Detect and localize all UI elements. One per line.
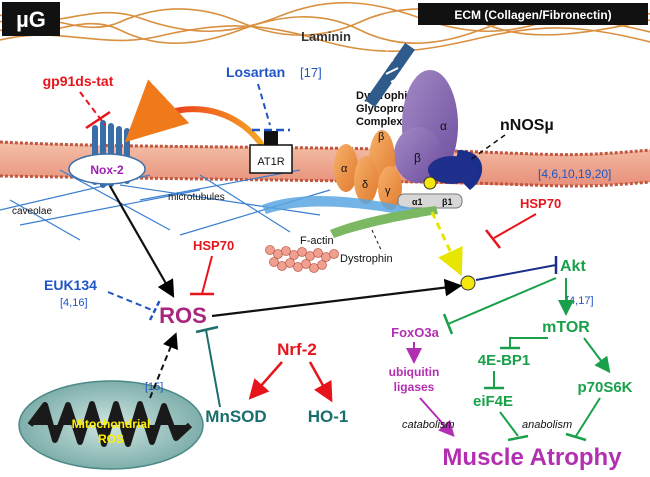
ubiq-label-2: ligases — [394, 380, 435, 394]
mito-label-2: ROS — [98, 432, 124, 446]
muscle-atrophy-label: Muscle Atrophy — [442, 444, 622, 471]
beta-left-label: β — [378, 131, 384, 143]
nnos-label: nNOSµ — [500, 117, 554, 134]
losartan-inhibit-line — [257, 83, 271, 126]
p70-to-atrophy-line — [575, 397, 601, 437]
alpha-top-label: α — [440, 119, 447, 133]
nnos-to-no-arrow — [430, 211, 463, 277]
eif4e-to-atrophy-line — [499, 411, 519, 437]
sarcoglycan-alpha — [334, 144, 358, 192]
losartan-ref: [17] — [300, 65, 322, 80]
mito-cristae — [27, 401, 193, 447]
ubiq-to-atrophy-arrow — [419, 397, 455, 437]
mnsod-to-ros-bar — [195, 325, 219, 334]
dystrophin-green — [330, 206, 438, 238]
eif4e-label: eiF4E — [473, 393, 513, 410]
mtor-to-p70-arrow — [583, 337, 611, 374]
nrf2-label: Nrf-2 — [277, 340, 317, 359]
mnsod-label: MnSOD — [205, 407, 266, 426]
alpha1-label: α1 — [412, 197, 423, 207]
nnos-body — [428, 156, 476, 184]
nox2-oval — [68, 153, 146, 185]
alpha-left-label: α — [341, 163, 348, 175]
ebp1-label: 4E-BP1 — [478, 352, 531, 369]
at1r-label: AT1R — [257, 156, 284, 168]
mnsod-to-ros-line — [205, 329, 221, 408]
ho1-label: HO-1 — [308, 407, 349, 426]
ecm-box — [418, 3, 648, 25]
at1r-ligand — [264, 131, 278, 145]
nnos-ref: [4,6,10,19,20] — [538, 167, 611, 181]
beta-top-label: β — [414, 151, 421, 165]
hsp70-upper-line — [493, 213, 537, 239]
eif4e-to-atrophy-bar — [507, 434, 529, 442]
at1r-to-nox2-arrow — [124, 79, 265, 147]
cell-membrane — [0, 140, 650, 188]
sarcoglycan-gamma — [378, 166, 402, 210]
hsp70-lower-label: HSP70 — [193, 238, 234, 253]
dgc-label-3: Complex — [356, 116, 403, 128]
no-dot-membrane — [423, 176, 437, 190]
microtubules-lines — [0, 169, 331, 241]
gp91-inhibit-line — [79, 91, 106, 126]
ros-label: ROS — [159, 303, 207, 328]
at1r-box — [249, 144, 293, 174]
f-actin-chain — [265, 245, 339, 273]
beta1-label: β1 — [442, 197, 453, 207]
dystrophin-label: Dystrophin — [340, 253, 393, 265]
ug-label: µG — [16, 7, 46, 32]
laminin-rod — [365, 42, 415, 108]
euk-ref: [4,16] — [60, 297, 88, 309]
caveolae-label: caveolae — [12, 206, 52, 217]
nrf2-to-mnsod-arrow — [248, 361, 283, 400]
losartan-label: Losartan — [226, 64, 285, 80]
ecm-label: ECM (Collagen/Fibronectin) — [454, 8, 611, 22]
nox2-to-ros-arrow — [109, 185, 175, 298]
nnos-pointer — [469, 134, 506, 161]
euk-inhibit-line — [107, 291, 153, 311]
nox2-label: Nox-2 — [90, 163, 124, 177]
gamma-label: γ — [385, 185, 391, 197]
ug-box — [2, 2, 60, 36]
gp91-label: gp91ds-tat — [43, 73, 114, 89]
anabolism-label: anabolism — [522, 419, 572, 431]
akt-label: Akt — [560, 258, 586, 275]
catabolism-label: catabolism — [402, 419, 455, 431]
akt-to-foxo-bar — [442, 313, 454, 335]
foxo-label: FoxO3a — [391, 325, 439, 340]
hsp70-upper-label: HSP70 — [520, 196, 561, 211]
akt-to-foxo-line — [447, 277, 557, 325]
dystrophin-pointer — [371, 229, 383, 253]
euk-label: EUK134 — [44, 277, 97, 293]
hsp70-upper-bar — [485, 229, 501, 249]
ubiq-label-1: ubiquitin — [389, 365, 440, 379]
laminin-label: Laminin — [301, 29, 351, 44]
p70-to-atrophy-bar — [565, 432, 587, 442]
mtor-to-ebp1-line — [509, 337, 548, 348]
factin-label: F-actin — [300, 235, 334, 247]
gp91-inhibit-bar — [85, 110, 111, 130]
mito-label-1: Mitochondrial — [72, 417, 151, 431]
dystrophin-blue — [262, 195, 420, 218]
mito-to-ros-arrow — [149, 332, 178, 399]
microtubules-label: microtubules — [168, 192, 225, 203]
hsp70-lower-line — [201, 255, 213, 295]
no-to-akt-line — [475, 264, 557, 281]
delta-label: δ — [362, 179, 368, 191]
no-dot — [460, 275, 476, 291]
akt-ref: [4,17] — [566, 295, 594, 307]
ros-to-no-arrow — [211, 278, 463, 318]
nrf2-to-ho1-arrow — [308, 361, 333, 403]
mtor-label: mTOR — [542, 319, 590, 336]
sarcoglycan-delta — [354, 156, 378, 204]
euk-inhibit-bar — [148, 299, 162, 321]
p70-label: p70S6K — [577, 379, 632, 396]
